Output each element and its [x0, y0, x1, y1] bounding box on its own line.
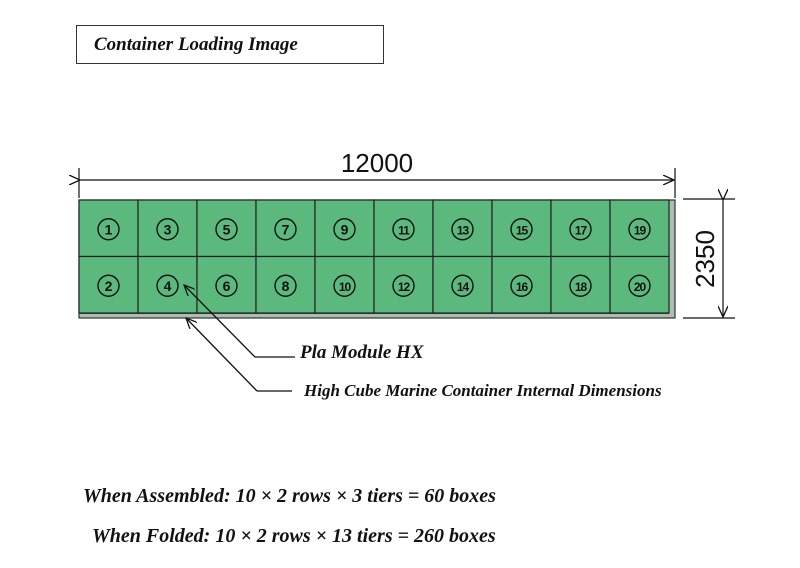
box-cell: 14 — [432, 255, 493, 314]
box-number: 13 — [457, 223, 470, 237]
box-number-circle — [392, 218, 415, 241]
box-cell: 8 — [255, 255, 316, 314]
box-number: 2 — [105, 278, 113, 294]
height-label: 2350 — [690, 230, 720, 288]
box-number: 1 — [105, 221, 113, 237]
length-label: 12000 — [341, 148, 413, 178]
box-number: 12 — [398, 280, 411, 294]
box-number-circle — [215, 274, 238, 297]
box-cell: 15 — [491, 199, 552, 258]
folded-formula: When Folded: 10 × 2 rows × 13 tiers = 26… — [92, 525, 496, 547]
module-leader-arrow — [184, 285, 256, 358]
module-callout: Pla Module HX — [299, 342, 425, 363]
box-number: 8 — [282, 278, 290, 294]
box-rect — [491, 199, 552, 258]
box-rect — [491, 255, 552, 314]
box-cell: 4 — [137, 255, 198, 314]
box-number-circle — [97, 274, 120, 297]
container-leader-arrow — [186, 318, 258, 392]
box-rect — [609, 255, 670, 314]
box-number-circle — [333, 274, 356, 297]
box-number: 16 — [516, 280, 529, 294]
box-cell: 9 — [314, 199, 375, 258]
box-cell: 12 — [373, 255, 434, 314]
box-number-circle — [97, 218, 120, 241]
box-number-circle — [628, 218, 651, 241]
box-number: 17 — [575, 223, 588, 237]
box-number: 6 — [223, 278, 231, 294]
box-number-circle — [156, 274, 179, 297]
box-rect — [78, 255, 139, 314]
box-rect — [609, 199, 670, 258]
diagram-title: Container Loading Image — [94, 33, 298, 55]
box-cell: 19 — [609, 199, 670, 258]
box-cell: 7 — [255, 199, 316, 258]
box-number: 4 — [164, 278, 172, 294]
box-rect — [432, 199, 493, 258]
box-number-circle — [274, 218, 297, 241]
box-rect — [550, 199, 611, 258]
box-number: 18 — [575, 280, 588, 294]
box-number-circle — [451, 274, 474, 297]
box-cell: 11 — [373, 199, 434, 258]
box-cell: 18 — [550, 255, 611, 314]
box-number: 7 — [282, 221, 290, 237]
box-rect — [373, 255, 434, 314]
box-number-circle — [274, 274, 297, 297]
box-cell: 5 — [196, 199, 257, 258]
box-number: 10 — [339, 280, 352, 294]
box-number: 20 — [634, 280, 647, 294]
box-cell: 10 — [314, 255, 375, 314]
box-cell: 16 — [491, 255, 552, 314]
box-rect — [196, 255, 257, 314]
box-cell: 13 — [432, 199, 493, 258]
box-cell: 1 — [78, 199, 139, 258]
box-number: 9 — [341, 221, 349, 237]
box-number-circle — [333, 218, 356, 241]
box-number: 19 — [634, 223, 647, 237]
box-rect — [255, 255, 316, 314]
box-number: 5 — [223, 221, 231, 237]
box-number: 15 — [516, 223, 529, 237]
box-number-circle — [569, 218, 592, 241]
box-number-circle — [628, 274, 651, 297]
box-number-circle — [451, 218, 474, 241]
box-number-circle — [510, 274, 533, 297]
container-callout: High Cube Marine Container Internal Dime… — [303, 381, 662, 400]
box-rect — [314, 199, 375, 258]
box-number-circle — [215, 218, 238, 241]
box-number-circle — [392, 274, 415, 297]
box-rect — [137, 199, 198, 258]
box-number-circle — [569, 274, 592, 297]
title-box: Container Loading Image — [76, 25, 384, 64]
box-cell: 2 — [78, 255, 139, 314]
box-number: 11 — [398, 223, 410, 237]
box-number-circle — [510, 218, 533, 241]
box-cell: 3 — [137, 199, 198, 258]
box-cell: 20 — [609, 255, 670, 314]
box-number: 14 — [457, 280, 470, 294]
box-number-circle — [156, 218, 179, 241]
box-rect — [314, 255, 375, 314]
assembled-formula: When Assembled: 10 × 2 rows × 3 tiers = … — [83, 485, 496, 507]
box-cell: 6 — [196, 255, 257, 314]
box-number: 3 — [164, 221, 172, 237]
box-rect — [255, 199, 316, 258]
box-cell: 17 — [550, 199, 611, 258]
